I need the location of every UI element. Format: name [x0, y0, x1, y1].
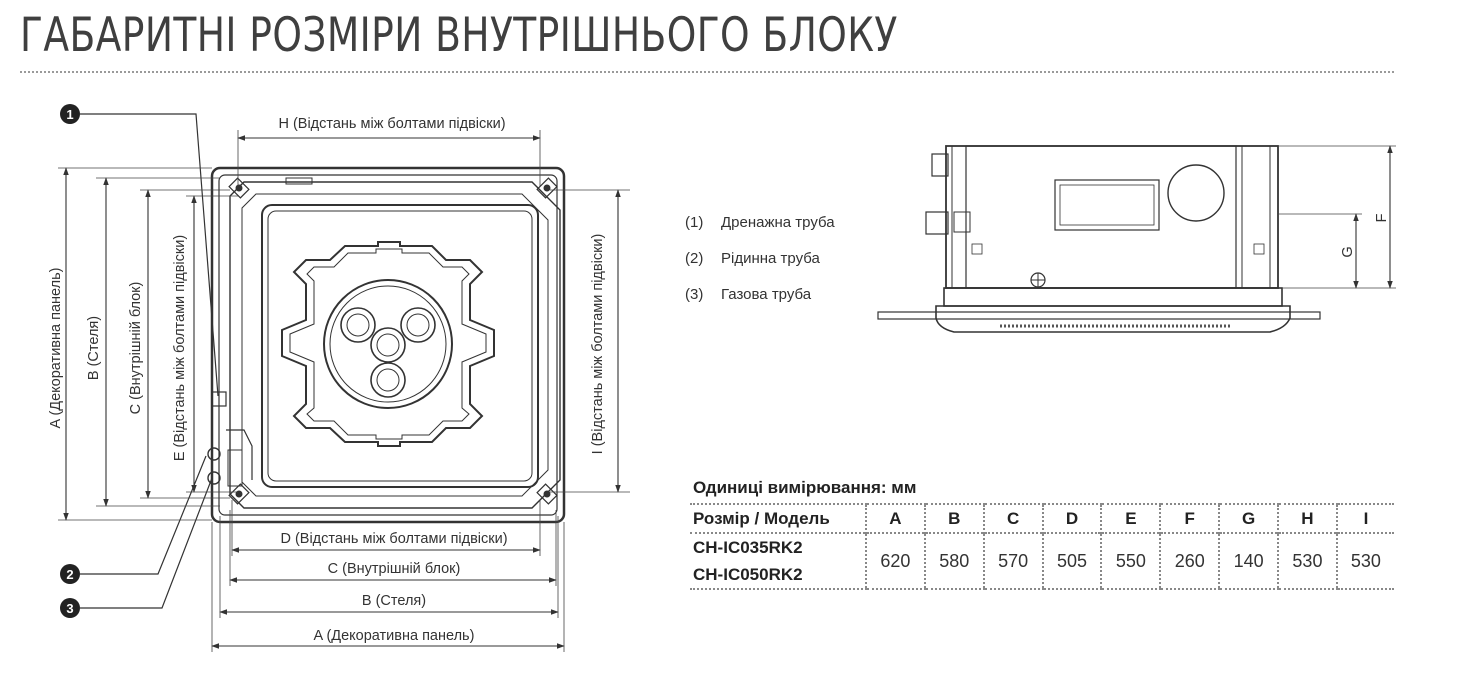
- dim-label-c-vertical: C (Внутрішній блок): [128, 282, 144, 415]
- callout-2: 2: [60, 564, 80, 584]
- value-cell-i: 530: [1335, 532, 1394, 590]
- dim-label-a-vertical: A (Декоративна панель): [48, 268, 64, 429]
- dim-label-f: F: [1374, 213, 1390, 222]
- column-header-g: G: [1218, 503, 1279, 533]
- value-cell-f: 260: [1159, 532, 1220, 590]
- dim-label-d: D (Відстань між болтами підвіски): [280, 531, 507, 547]
- value-cell-g: 140: [1218, 532, 1279, 590]
- table-header-row: Розмір / Модель A B C D E F G H I: [690, 503, 1394, 533]
- dim-label-i-vertical: I (Відстань між болтами підвіски): [590, 234, 606, 455]
- value-cell-c: 570: [982, 532, 1043, 590]
- column-header-d: D: [1041, 503, 1102, 533]
- svg-text:2: 2: [66, 567, 73, 582]
- model-name: CH-IC050RK2: [693, 565, 803, 584]
- units-note: Одиниці вимірювання: мм: [693, 478, 917, 497]
- dimensions-table: Розмір / Модель A B C D E F G H I CH-IC0…: [690, 503, 1394, 590]
- column-header-i: I: [1335, 503, 1394, 533]
- dim-label-c: C (Внутрішній блок): [328, 561, 461, 577]
- title-divider: [20, 71, 1394, 73]
- value-cell-e: 550: [1100, 532, 1161, 590]
- side-view-unit: [877, 145, 1321, 333]
- legend-item-gas-pipe: (3)Газова труба: [685, 286, 812, 303]
- table-row: CH-IC035RK2 CH-IC050RK2 620 580 570 505 …: [690, 532, 1394, 590]
- value-cell-b: 580: [923, 532, 984, 590]
- dim-label-a: A (Декоративна панель): [314, 628, 475, 644]
- suspension-bolt-icon: [228, 483, 250, 505]
- column-header-h: H: [1277, 503, 1337, 533]
- column-header-c: C: [982, 503, 1043, 533]
- dim-label-g: G: [1340, 246, 1356, 257]
- page-title: ГАБАРИТНІ РОЗМІРИ ВНУТРІШНЬОГО БЛОКУ: [20, 8, 898, 63]
- value-cell-d: 505: [1041, 532, 1102, 590]
- column-header-b: B: [923, 503, 984, 533]
- svg-text:3: 3: [66, 601, 73, 616]
- dim-label-h: H (Відстань між болтами підвіски): [278, 116, 505, 132]
- dim-label-b: B (Стеля): [362, 593, 426, 609]
- dim-label-b-vertical: B (Стеля): [86, 316, 102, 380]
- model-name: CH-IC035RK2: [693, 538, 803, 557]
- top-view-unit: [207, 166, 566, 524]
- callout-1: 1: [60, 104, 80, 124]
- legend-item-drain-pipe: (1)Дренажна труба: [685, 214, 835, 231]
- model-cell: CH-IC035RK2 CH-IC050RK2: [690, 532, 866, 590]
- suspension-bolt-icon: [536, 483, 558, 505]
- value-cell-a: 620: [865, 532, 925, 590]
- dim-label-e-vertical: E (Відстань між болтами підвіски): [172, 235, 188, 461]
- pipe-legend: (1)Дренажна труба (2)Рідинна труба (3)Га…: [685, 214, 835, 322]
- suspension-bolt-icon: [536, 177, 558, 199]
- svg-text:1: 1: [66, 107, 73, 122]
- callout-3: 3: [60, 598, 80, 618]
- suspension-bolt-icon: [228, 177, 250, 199]
- column-header-a: A: [865, 503, 925, 533]
- value-cell-h: 530: [1277, 532, 1337, 590]
- legend-item-liquid-pipe: (2)Рідинна труба: [685, 250, 820, 267]
- column-header-f: F: [1159, 503, 1220, 533]
- column-header-e: E: [1100, 503, 1161, 533]
- table-header-label: Розмір / Модель: [690, 503, 866, 533]
